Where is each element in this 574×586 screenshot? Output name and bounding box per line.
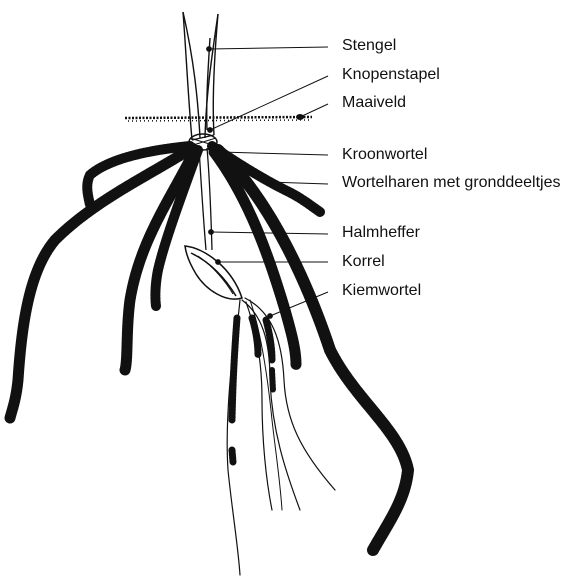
label-kroonwortel: Kroonwortel xyxy=(342,146,427,164)
label-kiemwortel: Kiemwortel xyxy=(342,282,421,300)
crown-roots xyxy=(10,146,408,552)
ground-line xyxy=(125,114,312,121)
label-knopenstapel: Knopenstapel xyxy=(342,66,440,84)
label-maaiveld: Maaiveld xyxy=(342,94,406,112)
leader-lines xyxy=(207,47,328,319)
seminal-roots xyxy=(227,298,335,575)
label-wortelharen: Wortelharen met gronddeeltjes xyxy=(342,174,561,192)
label-korrel: Korrel xyxy=(342,253,385,271)
label-halmheffer: Halmheffer xyxy=(342,224,420,242)
label-stengel: Stengel xyxy=(342,37,396,55)
seed xyxy=(185,246,242,299)
